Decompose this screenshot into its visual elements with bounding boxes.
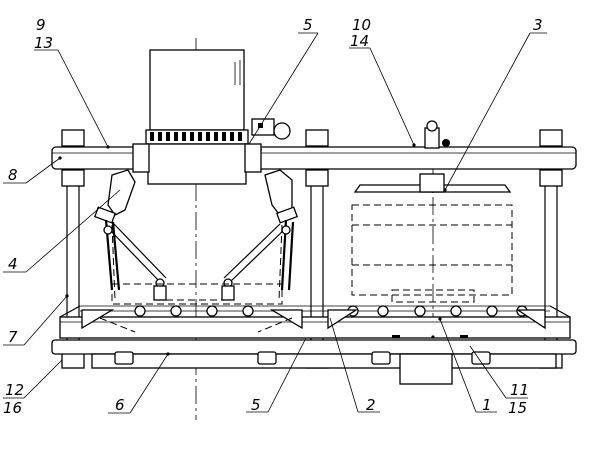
callout-label-14: 14 <box>350 32 369 50</box>
callout-5-bottom: 5 <box>251 396 261 414</box>
top-beam <box>51 146 577 170</box>
callout-2: 2 <box>366 396 376 414</box>
base-plate <box>51 339 577 385</box>
callout-label-10: 10 <box>352 16 371 34</box>
gear-wheel <box>353 120 512 193</box>
callout-label-5-bottom: 5 <box>251 396 261 414</box>
callout-label-7: 7 <box>8 328 18 346</box>
callout-label-13: 13 <box>34 34 53 52</box>
callout-label-5-top: 5 <box>303 16 313 34</box>
callout-label-11: 11 <box>510 381 529 399</box>
pipe-comb <box>150 132 242 141</box>
callout-12-16: 12 16 <box>3 381 24 417</box>
callout-11-15: 11 15 <box>508 381 529 417</box>
callout-7: 7 <box>8 328 18 346</box>
callout-9-13: 9 13 <box>34 16 53 52</box>
motor-body-dashed <box>351 204 513 303</box>
callout-label-15: 15 <box>508 399 527 417</box>
callout-label-9: 9 <box>36 16 46 34</box>
feed-pipe <box>132 49 291 185</box>
gripper-left <box>93 169 167 301</box>
tie-rod-left <box>61 129 85 369</box>
callout-3: 3 <box>533 16 543 34</box>
callout-label-1: 1 <box>482 396 492 414</box>
callout-label-8: 8 <box>8 166 18 184</box>
callout-5-top: 5 <box>303 16 313 34</box>
callout-label-4: 4 <box>8 255 18 273</box>
callout-label-3: 3 <box>533 16 543 34</box>
callout-1: 1 <box>482 396 492 414</box>
callout-label-2: 2 <box>366 396 376 414</box>
callout-10-14: 10 14 <box>350 16 371 50</box>
callout-6: 6 <box>115 396 125 414</box>
leader-lines <box>3 32 547 414</box>
callout-8: 8 <box>8 166 18 184</box>
gripper-open-position <box>111 283 283 305</box>
lower-frame <box>59 305 571 339</box>
callout-4: 4 <box>8 255 18 273</box>
bottom-nuts <box>114 351 491 365</box>
callout-label-12: 12 <box>5 381 24 399</box>
callout-label-16: 16 <box>3 399 22 417</box>
callout-label-6: 6 <box>115 396 125 414</box>
corner-brackets <box>81 309 546 333</box>
gripper-right <box>221 169 299 301</box>
